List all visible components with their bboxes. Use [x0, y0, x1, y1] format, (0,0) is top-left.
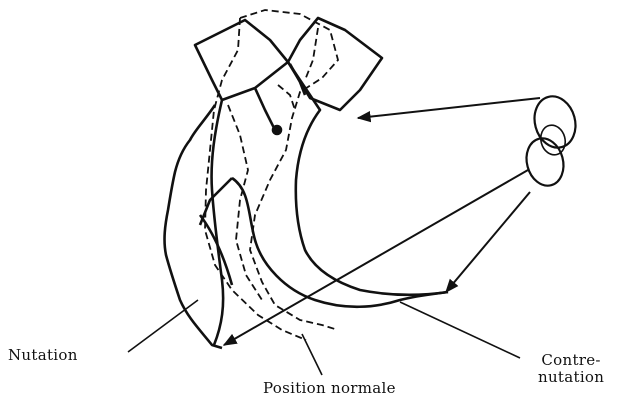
leader-nutation [128, 300, 198, 352]
leader-position-normale [302, 334, 322, 375]
label-contre-nutation: Contre- nutation [538, 352, 604, 386]
label-contre-nutation-line1: Contre- [538, 352, 604, 369]
label-contre-nutation-line2: nutation [538, 369, 604, 386]
label-position-normale: Position normale [263, 380, 396, 397]
leader-contre-nutation [400, 302, 520, 358]
rotation-axis-ellipses [521, 92, 581, 190]
label-nutation: Nutation [8, 347, 78, 364]
arrow-to-bottom-left [224, 170, 528, 345]
arrow-to-top [358, 98, 540, 118]
arrow-to-bottom [446, 192, 530, 292]
movement-arrows [224, 98, 540, 345]
